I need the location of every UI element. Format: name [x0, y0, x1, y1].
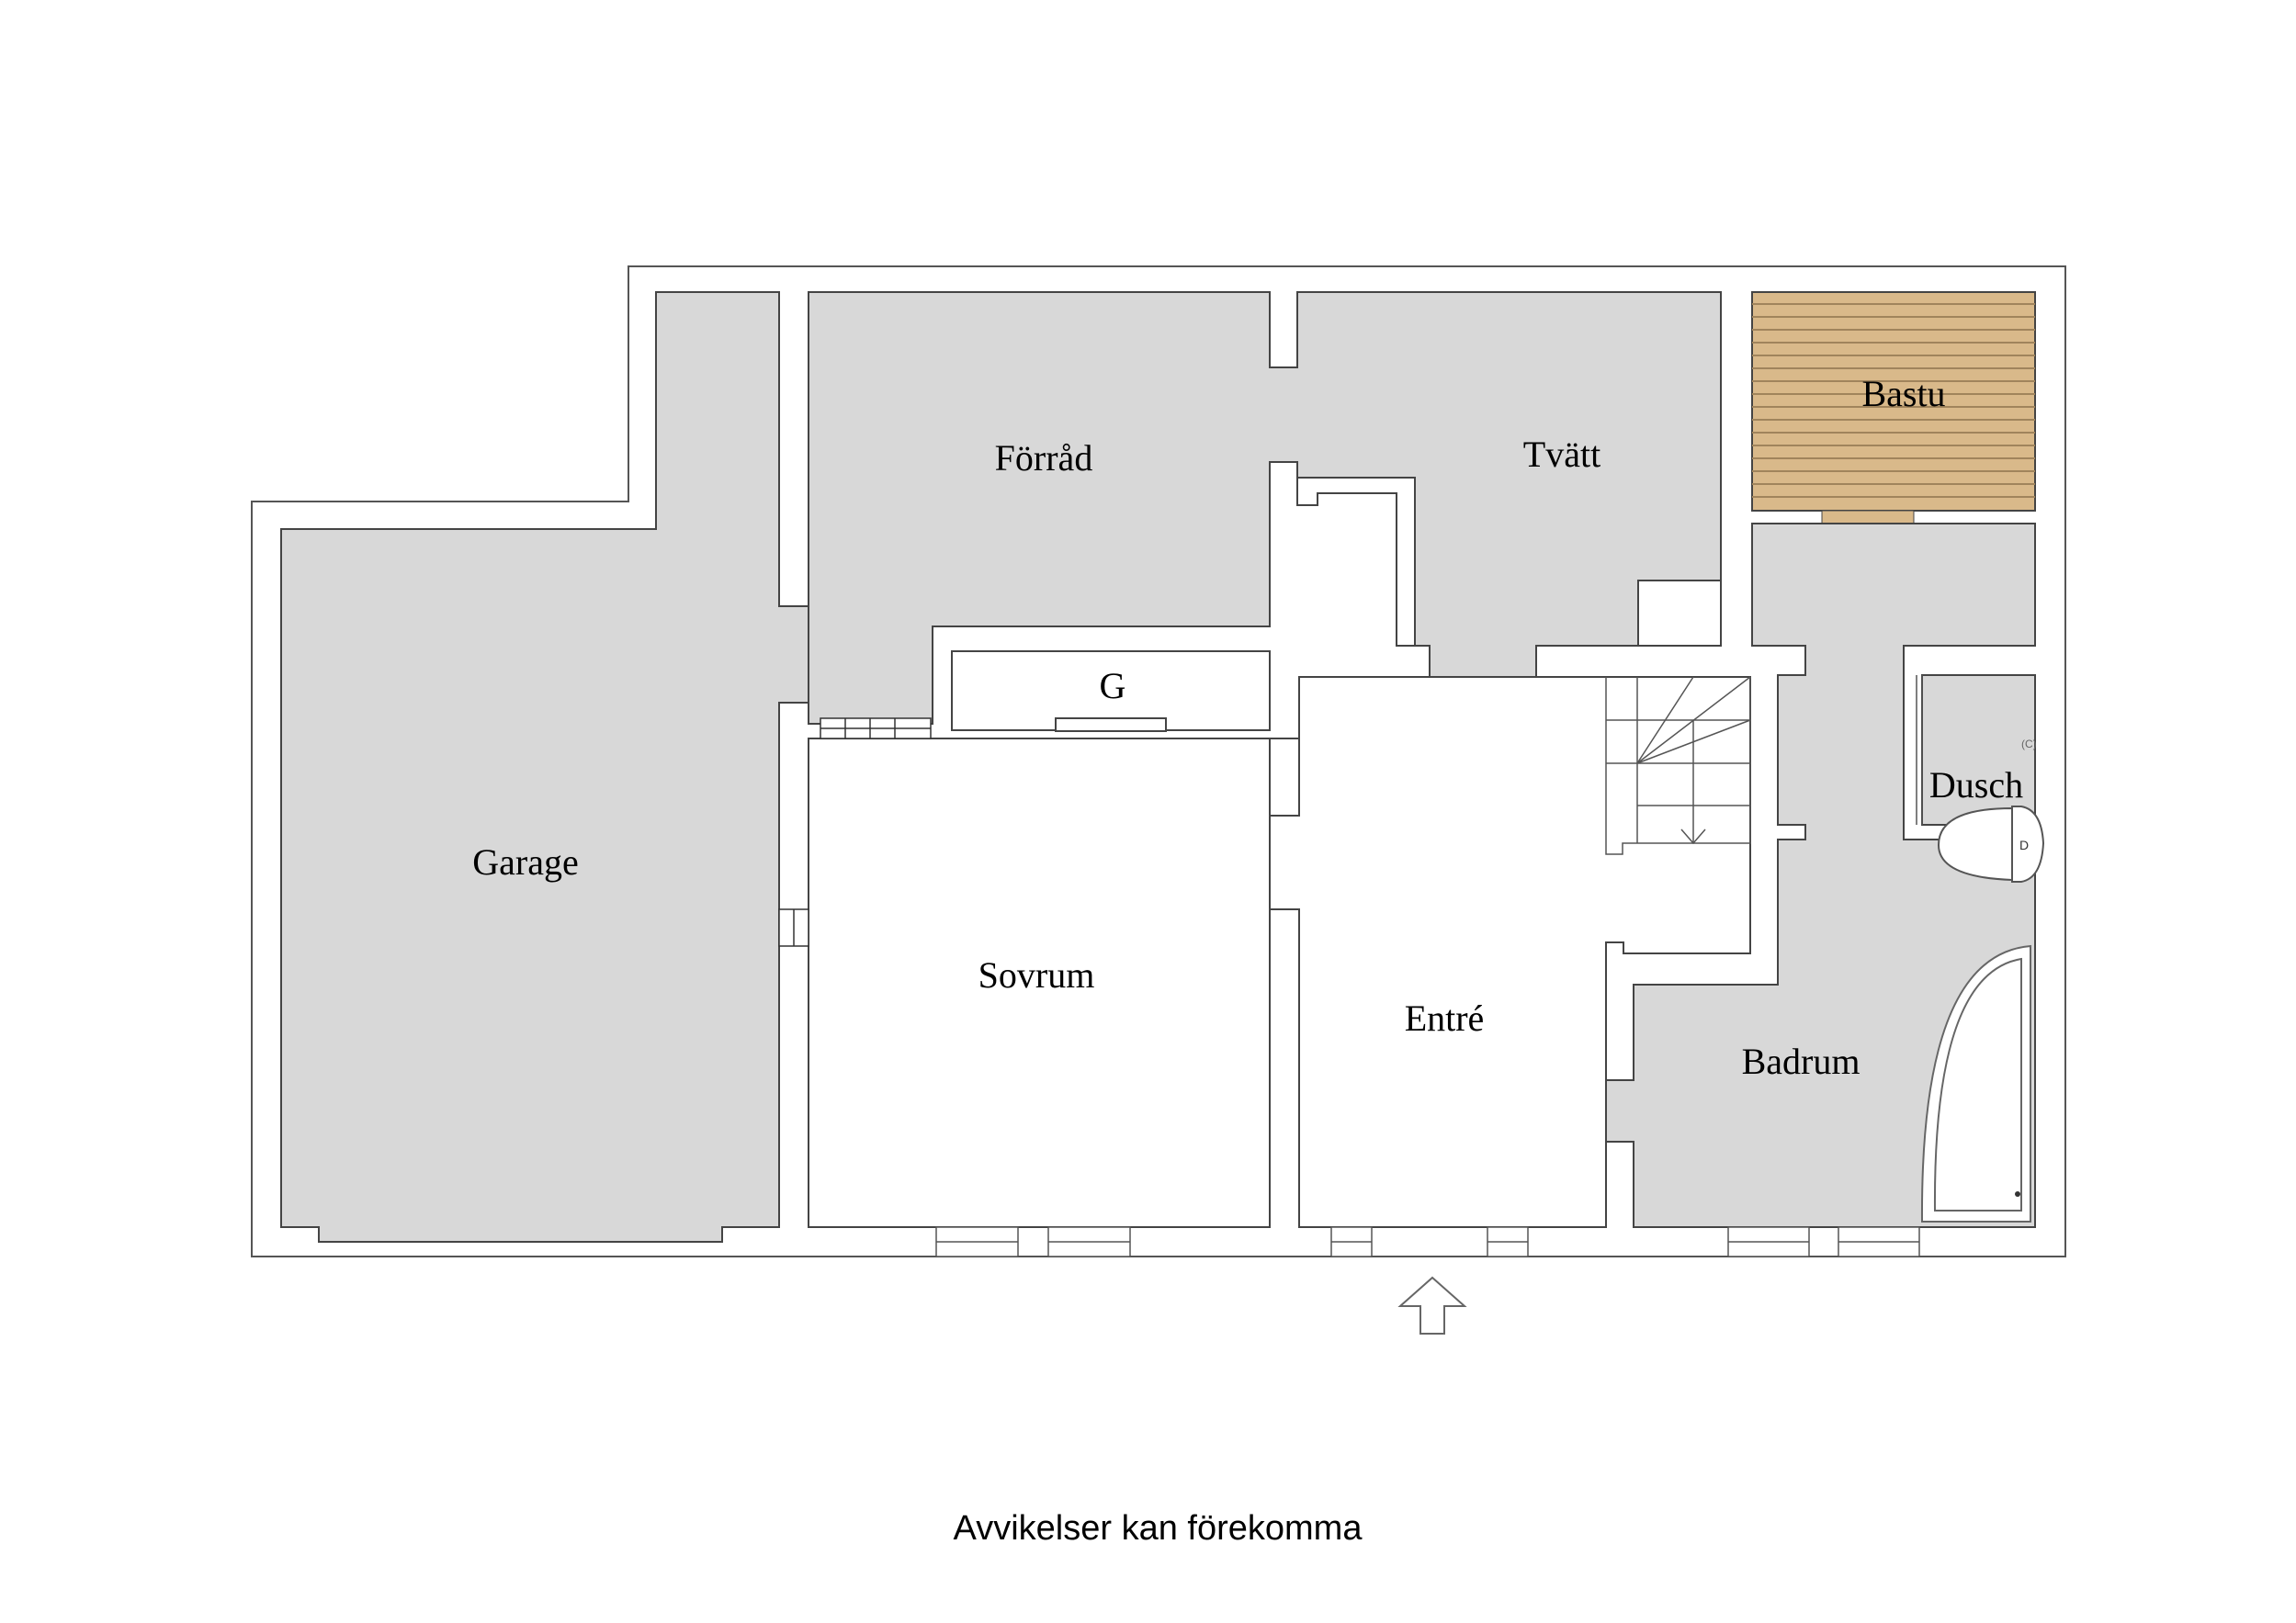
dusch-floor [1921, 674, 2036, 826]
garage-door-sovrum [778, 908, 809, 947]
room-label-forrad: Förråd [995, 437, 1093, 479]
bathtub-icon [1920, 944, 2031, 1223]
room-label-bastu: Bastu [1861, 373, 1945, 414]
shower-mixer-icon: (C) [2021, 738, 2037, 750]
svg-text:D: D [2019, 838, 2029, 852]
room-label-entre: Entré [1405, 997, 1485, 1039]
g-closet [951, 650, 1271, 731]
room-label-badrum: Badrum [1742, 1041, 1861, 1082]
toilet-icon: D [1937, 806, 2045, 883]
garage-vent [820, 717, 932, 739]
staircase [1605, 676, 1751, 855]
room-label-dusch: Dusch [1929, 764, 2023, 806]
room-label-g: G [1100, 665, 1126, 706]
room-label-garage: Garage [472, 841, 578, 883]
sovrum-wall-stub [1269, 738, 1300, 817]
forrad-floor [808, 291, 1722, 725]
room-label-tvatt: Tvätt [1523, 434, 1600, 475]
garage-floor [280, 291, 809, 1243]
disclaimer-text: Avvikelser kan förekomma [954, 1509, 1363, 1548]
entre-floor [1269, 676, 1751, 1228]
bastu-sauna [1751, 291, 2036, 524]
entrance-arrow-up-icon [1397, 1276, 1467, 1335]
tvatt-alcove [1637, 580, 1722, 647]
room-label-sovrum: Sovrum [978, 954, 1095, 996]
windows [935, 1226, 1920, 1257]
sovrum-floor [808, 738, 1271, 1228]
g-closet-door [1055, 717, 1167, 732]
tvatt-closet-wall [1296, 477, 1416, 647]
